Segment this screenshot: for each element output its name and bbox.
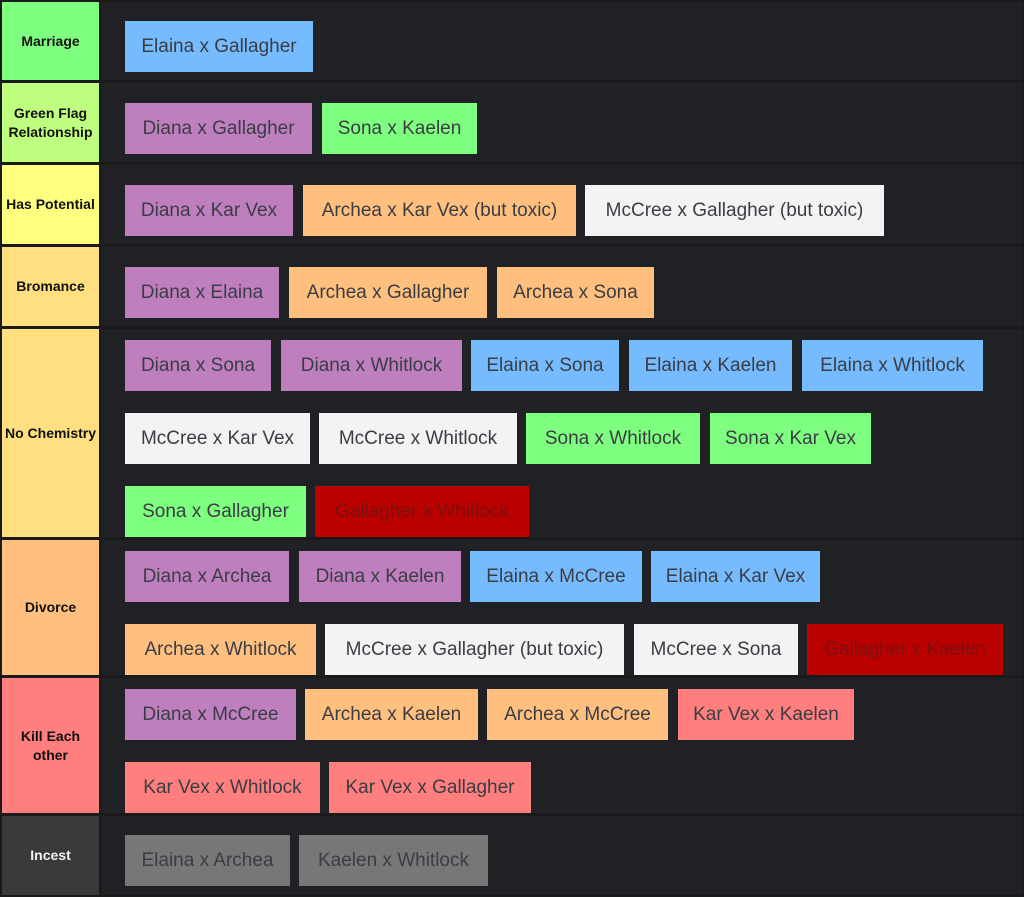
tier-label: Bromance — [2, 247, 99, 326]
tier-item[interactable]: Archea x Sona — [497, 267, 654, 318]
tier-item[interactable]: Sona x Kaelen — [322, 103, 477, 154]
tier-label: Kill Each other — [2, 678, 99, 813]
tier-item[interactable]: Kar Vex x Whitlock — [125, 762, 320, 813]
tier-item[interactable]: McCree x Kar Vex — [125, 413, 310, 464]
tier-items: Elaina x Archea Kaelen x Whitlock — [101, 816, 1023, 895]
tier-label: Has Potential — [2, 165, 99, 244]
tier-label: Divorce — [2, 540, 99, 675]
tier-item[interactable]: McCree x Whitlock — [319, 413, 517, 464]
tier-item[interactable]: McCree x Gallagher (but toxic) — [325, 624, 624, 675]
tier-item[interactable]: Diana x Gallagher — [125, 103, 312, 154]
tier-row-incest: Incest Elaina x Archea Kaelen x Whitlock — [0, 816, 1024, 895]
tier-label: No Chemistry — [2, 329, 99, 537]
tier-item[interactable]: Elaina x Kar Vex — [651, 551, 820, 602]
tier-item[interactable]: Sona x Gallagher — [125, 486, 306, 537]
tier-item[interactable]: Archea x Whitlock — [125, 624, 316, 675]
tier-item[interactable]: Gallagher x Whitlock — [315, 486, 529, 537]
tier-items: Diana x Elaina Archea x Gallagher Archea… — [101, 247, 1023, 326]
tier-label: Green Flag Relationship — [2, 83, 99, 162]
tier-items: Diana x Sona Diana x Whitlock Elaina x S… — [101, 329, 1023, 537]
tier-item[interactable]: Archea x Gallagher — [289, 267, 487, 318]
tier-row-kill-each-other: Kill Each other Diana x McCree Archea x … — [0, 678, 1024, 813]
tier-item[interactable]: Elaina x Sona — [471, 340, 619, 391]
tier-item[interactable]: Archea x Kaelen — [305, 689, 478, 740]
tier-row-marriage: Marriage Elaina x Gallagher — [0, 2, 1024, 80]
tier-item[interactable]: Elaina x Whitlock — [802, 340, 983, 391]
tier-item[interactable]: Elaina x McCree — [470, 551, 642, 602]
tier-item[interactable]: Kar Vex x Gallagher — [329, 762, 531, 813]
tier-item[interactable]: Diana x Whitlock — [281, 340, 462, 391]
tier-label: Incest — [2, 816, 99, 895]
tier-item[interactable]: Archea x Kar Vex (but toxic) — [303, 185, 576, 236]
tier-items: Diana x McCree Archea x Kaelen Archea x … — [101, 678, 1023, 813]
tier-item[interactable]: Gallagher x Kaelen — [807, 624, 1003, 675]
tier-item[interactable]: Elaina x Archea — [125, 835, 290, 886]
tier-item[interactable]: Archea x McCree — [487, 689, 668, 740]
tier-item[interactable]: McCree x Sona — [634, 624, 798, 675]
tier-row-bromance: Bromance Diana x Elaina Archea x Gallagh… — [0, 247, 1024, 326]
tier-label: Marriage — [2, 2, 99, 80]
tier-item[interactable]: Kaelen x Whitlock — [299, 835, 488, 886]
tier-row-no-chemistry: No Chemistry Diana x Sona Diana x Whitlo… — [0, 329, 1024, 537]
tier-items: Diana x Kar Vex Archea x Kar Vex (but to… — [101, 165, 1023, 244]
tier-item[interactable]: Sona x Whitlock — [526, 413, 700, 464]
tier-row-green-flag-relationship: Green Flag Relationship Diana x Gallaghe… — [0, 83, 1024, 162]
tier-item[interactable]: Diana x Sona — [125, 340, 271, 391]
tier-item[interactable]: Diana x Kaelen — [299, 551, 461, 602]
tier-item[interactable]: Diana x Archea — [125, 551, 289, 602]
tier-row-has-potential: Has Potential Diana x Kar Vex Archea x K… — [0, 165, 1024, 244]
tier-item[interactable]: McCree x Gallagher (but toxic) — [585, 185, 884, 236]
tier-row-divorce: Divorce Diana x Archea Diana x Kaelen El… — [0, 540, 1024, 675]
tier-item[interactable]: Sona x Kar Vex — [710, 413, 871, 464]
tier-item[interactable]: Elaina x Kaelen — [629, 340, 792, 391]
tier-items: Diana x Archea Diana x Kaelen Elaina x M… — [101, 540, 1023, 675]
tier-items: Elaina x Gallagher — [101, 2, 1023, 80]
tier-item[interactable]: Diana x Kar Vex — [125, 185, 293, 236]
tier-item[interactable]: Diana x McCree — [125, 689, 296, 740]
tier-item[interactable]: Diana x Elaina — [125, 267, 279, 318]
tier-item[interactable]: Elaina x Gallagher — [125, 21, 313, 72]
tier-items: Diana x Gallagher Sona x Kaelen — [101, 83, 1023, 162]
tier-item[interactable]: Kar Vex x Kaelen — [678, 689, 854, 740]
